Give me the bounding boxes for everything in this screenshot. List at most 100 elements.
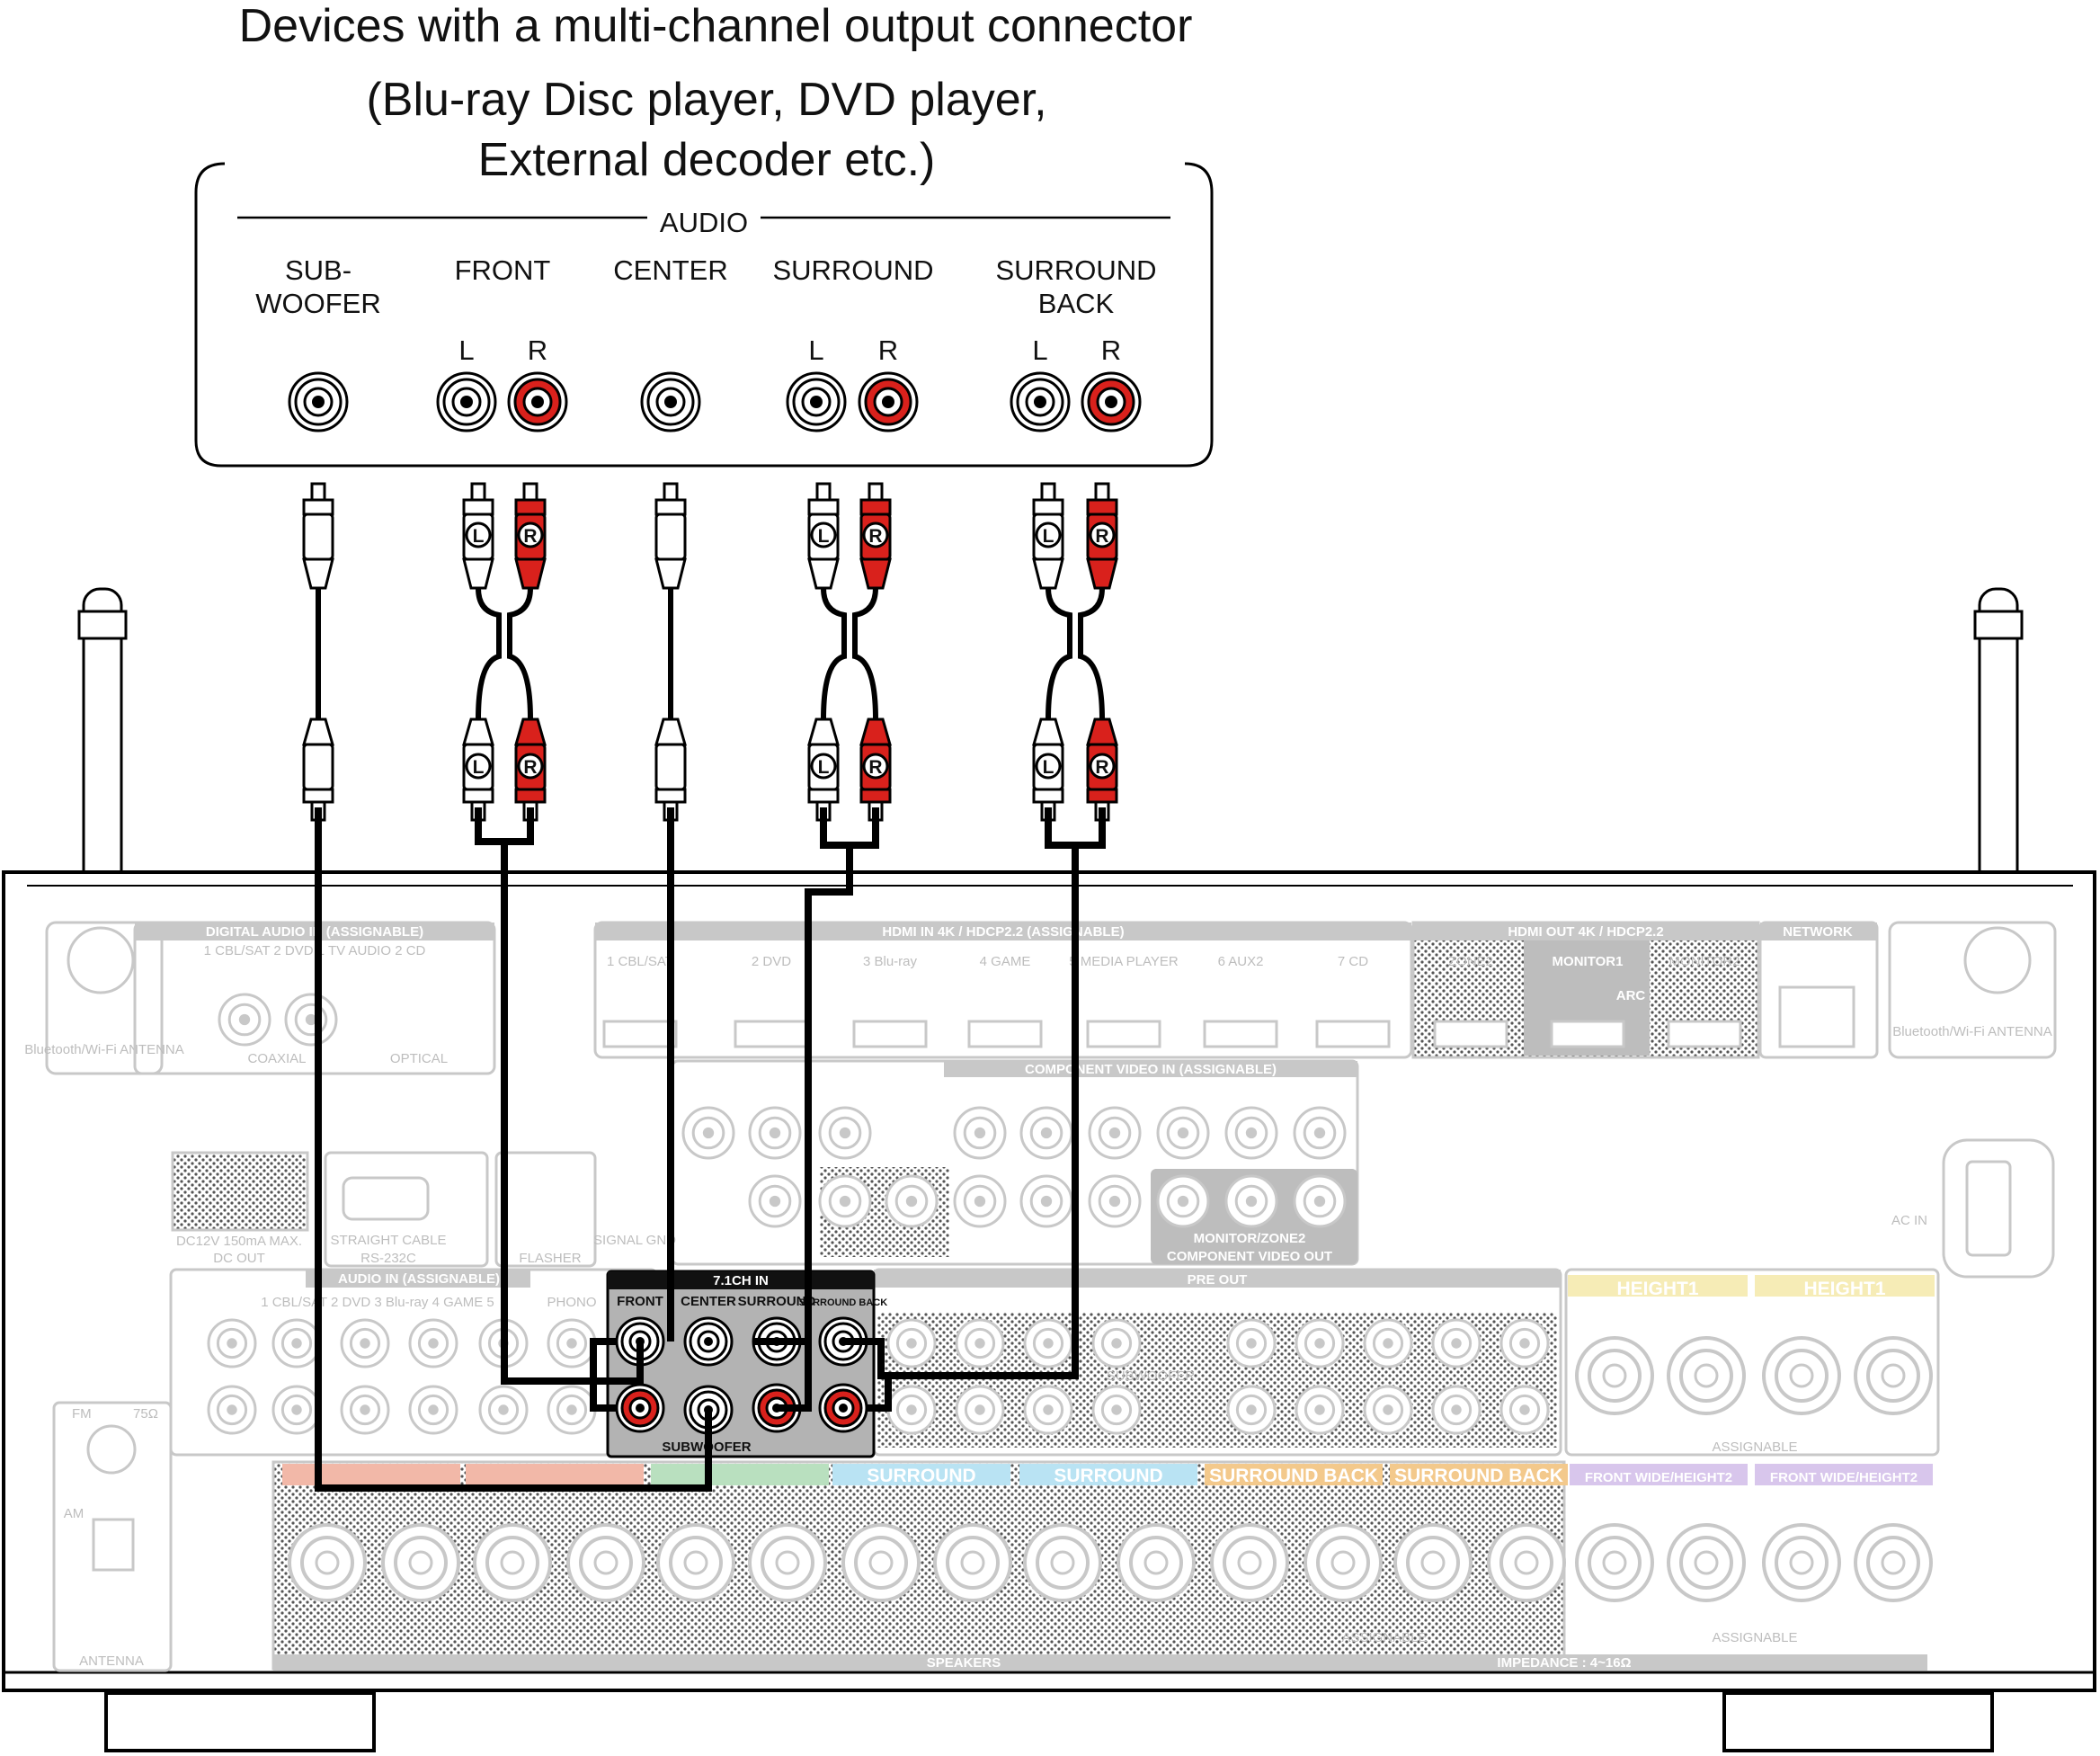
svg-text:R: R (1095, 757, 1108, 778)
height-post-2 (1667, 1336, 1746, 1415)
svg-text:R: R (523, 757, 537, 778)
pre-out-jack-bottom-7 (1363, 1385, 1413, 1435)
speaker-band-label-6: SURROUND BACK (1209, 1466, 1378, 1486)
audio-in-jack-top-6 (547, 1318, 597, 1368)
component-video-in-label: COMPONENT VIDEO IN (ASSIGNABLE) (1025, 1062, 1277, 1077)
pre-out-jack-top-1 (886, 1318, 937, 1368)
route-subwoofer (315, 807, 712, 1492)
component-jack-11 (818, 1174, 872, 1228)
antenna-label: ANTENNA (79, 1653, 144, 1669)
hdmi-in-6: 6 AUX2 (1218, 954, 1264, 969)
svg-text:L: L (1043, 526, 1054, 547)
label-surround-back-1: SURROUND (995, 254, 1156, 286)
component-jack-1 (681, 1106, 735, 1160)
speaker-band-1 (282, 1464, 460, 1485)
audio-in-label: AUDIO IN (ASSIGNABLE) (338, 1271, 500, 1287)
audio-in-jacks (207, 1318, 597, 1435)
bt-antenna-right-label: Bluetooth/Wi-Fi ANTENNA (1892, 1024, 2052, 1039)
multich-center (683, 1316, 734, 1367)
jack-surround-back-r (1081, 371, 1142, 432)
svg-text:R: R (1095, 526, 1108, 547)
assignable-label-surround-back: ASSIGNABLE (1341, 1630, 1427, 1645)
audio-in-jack-top-4 (408, 1318, 458, 1368)
hdmi-in-port-1 (602, 1020, 678, 1048)
audio-inputs-label: 1 CBL/SAT 2 DVD 3 Blu-ray 4 GAME 5 (261, 1295, 494, 1310)
route-front-pair (590, 1338, 617, 1412)
cable-routing (315, 807, 1106, 1492)
speaker-post-8 (933, 1523, 1012, 1602)
hdmi-out-port-1 (1433, 1020, 1508, 1048)
speaker-band-6 (1205, 1464, 1383, 1485)
hdmi-in-port-5 (1086, 1020, 1161, 1048)
height-band-1 (1568, 1275, 1748, 1297)
route-front-split (475, 807, 534, 845)
fw-post-1 (1575, 1523, 1654, 1602)
speaker-post-14 (1487, 1523, 1566, 1602)
component-jack-18 (1293, 1174, 1347, 1228)
speaker-band-5 (1019, 1464, 1197, 1485)
plug-top-surround-l: L (807, 482, 840, 590)
component-jack-17 (1224, 1174, 1278, 1228)
component-jack-3 (818, 1106, 872, 1160)
title-line-3: External decoder etc.) (478, 134, 936, 186)
component-jack-2 (748, 1106, 802, 1160)
pre-out-jack-top-5 (1226, 1318, 1277, 1368)
pre-out-jacks (886, 1318, 1550, 1435)
height-band-label-1: HEIGHT1 (1616, 1279, 1698, 1299)
label-front-l: L (458, 334, 474, 366)
pre-out-jack-top-2 (955, 1318, 1005, 1368)
speaker-post-13 (1393, 1523, 1473, 1602)
foot-right (1722, 1691, 1994, 1752)
monitor-zone2-label: MONITOR/ZONE2 (1194, 1231, 1306, 1246)
multich-label-1: FRONT (617, 1294, 663, 1309)
plug-bottom-subwoofer (302, 718, 334, 822)
component-video-out-label: COMPONENT VIDEO OUT (1167, 1249, 1332, 1264)
dc-rating-label: DC12V 150mA MAX. (176, 1234, 302, 1249)
fm-ohm-label: 75Ω (133, 1406, 158, 1422)
label-surround-back-l: L (1032, 334, 1047, 366)
height-post-1 (1575, 1336, 1654, 1415)
component-jack-4 (953, 1106, 1007, 1160)
pre-out-jack-bottom-1 (886, 1385, 937, 1435)
component-jack-6 (1088, 1106, 1142, 1160)
svg-text:R: R (868, 757, 882, 778)
hdmi-in-5: 5 MEDIA PLAYER (1069, 954, 1179, 969)
rs232c-label: RS-232C (360, 1251, 416, 1266)
label-surround: SURROUND (772, 254, 933, 286)
hdmi-in-7: 7 CD (1338, 954, 1368, 969)
pre-out-jack-top-7 (1363, 1318, 1413, 1368)
plug-top-front-l: L (462, 482, 494, 590)
plug-top-subwoofer (302, 482, 334, 590)
label-center: CENTER (613, 254, 727, 286)
cable-surround-back-r (1078, 587, 1105, 720)
cable-surround-back-l (1046, 587, 1072, 720)
plug-bottom-surround-back-r: R (1086, 718, 1118, 822)
speaker-post-4 (566, 1523, 645, 1602)
component-jack-9 (1293, 1106, 1347, 1160)
flasher-label: FLASHER (519, 1251, 581, 1266)
speaker-post-6 (748, 1523, 827, 1602)
cable-front-r (507, 587, 533, 720)
component-jack-13 (953, 1174, 1007, 1228)
svg-text:R: R (523, 526, 537, 547)
audio-in-jack-bottom-1 (207, 1385, 257, 1435)
height-band-2 (1755, 1275, 1935, 1297)
plug-top-surround-back-r: R (1086, 482, 1118, 590)
component-jack-15 (1088, 1174, 1142, 1228)
label-front: FRONT (455, 254, 551, 286)
impedance-label: IMPEDANCE : 4~16Ω (1497, 1655, 1631, 1671)
pre-out-jack-bottom-2 (955, 1385, 1005, 1435)
component-jacks (218, 993, 1347, 1228)
audio-in-jack-bottom-2 (271, 1385, 322, 1435)
jack-surround-back-l (1010, 371, 1071, 432)
arc-label: ARC (1616, 988, 1646, 1003)
speaker-band-label-9: FRONT WIDE/HEIGHT2 (1770, 1470, 1918, 1485)
pre-out-jack-top-6 (1295, 1318, 1345, 1368)
signal-gnd-label: SIGNAL GND (593, 1233, 676, 1248)
hdmi-in-2: 2 DVD (752, 954, 791, 969)
fw-post-4 (1854, 1523, 1933, 1602)
bt-antenna-left-label: Bluetooth/Wi-Fi ANTENNA (24, 1042, 184, 1057)
